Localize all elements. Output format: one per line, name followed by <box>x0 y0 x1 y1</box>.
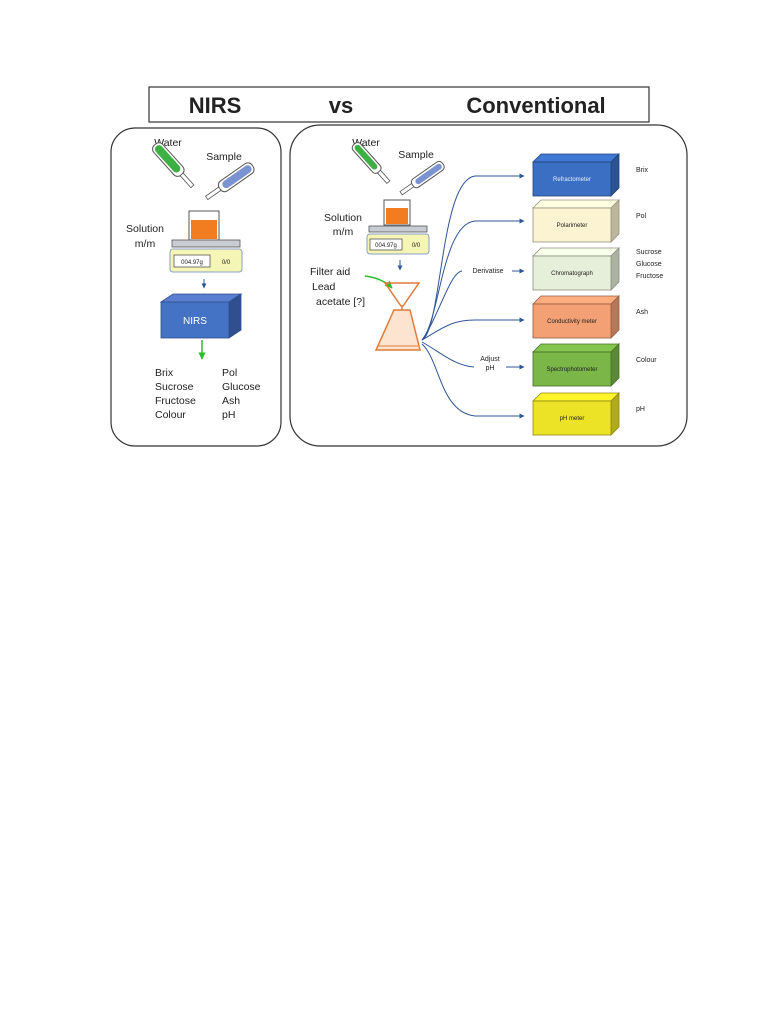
lead-label: Lead <box>312 281 336 293</box>
nirs-params-col1: Brix Sucrose Fructose Colour <box>155 367 196 421</box>
nirs-param: pH <box>222 409 235 421</box>
sample-syringe-icon <box>204 162 255 201</box>
adjust-ph-label: pH <box>486 365 495 372</box>
nirs-param: Sucrose <box>155 381 194 393</box>
nirs-solution-unit: m/m <box>135 238 156 250</box>
instrument-result: Fructose <box>636 273 663 280</box>
instrument-result: Brix <box>636 167 649 174</box>
title-conventional: Conventional <box>466 93 605 118</box>
instrument-box: Conductivity meter <box>532 295 620 339</box>
instrument-label: Refractometer <box>553 177 591 183</box>
title-bar: NIRS vs Conventional <box>148 86 650 123</box>
lead-acetate-label: acetate [?] <box>316 296 365 308</box>
instrument-box: Spectrophotometer <box>532 343 620 387</box>
water-syringe-icon <box>351 141 391 184</box>
filter-funnel-icon <box>374 282 421 351</box>
nirs-sample-label: Sample <box>206 151 242 163</box>
instrument-label: Chromatograph <box>551 271 593 277</box>
instrument-label: pH meter <box>560 416 585 422</box>
instrument-box: pH meter <box>532 392 620 436</box>
instrument-result: Sucrose <box>636 249 662 256</box>
nirs-box-label: NIRS <box>183 316 207 327</box>
instrument-result: Glucose <box>636 261 662 268</box>
water-syringe-icon <box>152 142 195 189</box>
instrument-result: Colour <box>636 357 657 364</box>
nirs-params-col2: Pol Glucose Ash pH <box>222 367 261 421</box>
title-nirs: NIRS <box>189 93 242 118</box>
nirs-solution-label: Solution <box>126 223 164 235</box>
nirs-param: Ash <box>222 395 240 407</box>
beaker-icon <box>383 199 411 226</box>
nirs-balance-display: 004.97g <box>181 260 203 266</box>
beaker-icon <box>188 210 220 241</box>
nirs-balance-button: 0/0 <box>222 260 231 266</box>
instrument-result: pH <box>636 406 645 413</box>
instrument-box: Polarimeter <box>532 199 620 243</box>
conventional-panel: Water Sample Solution m/m 004.97g 0/0 Fi… <box>289 124 688 447</box>
nirs-instrument-box: NIRS <box>159 293 243 339</box>
conv-balance-display: 004.97g <box>375 243 397 249</box>
adjust-label: Adjust <box>480 356 500 363</box>
instrument-label: Spectrophotometer <box>546 367 597 373</box>
title-vs: vs <box>329 93 353 118</box>
branch-arrows <box>421 173 525 419</box>
filter-aid-label: Filter aid <box>310 266 350 278</box>
sample-syringe-icon <box>399 160 445 196</box>
conv-balance-button: 0/0 <box>412 243 421 249</box>
instrument-box: Chromatograph <box>532 247 620 291</box>
derivatise-label: Derivatise <box>472 268 503 275</box>
instrument-label: Polarimeter <box>557 223 588 229</box>
conv-solution-label: Solution <box>324 212 362 224</box>
nirs-param: Glucose <box>222 381 261 393</box>
balance-icon: 004.97g 0/0 <box>366 225 430 255</box>
nirs-param: Brix <box>155 367 174 379</box>
balance-icon: 004.97g 0/0 <box>169 239 243 273</box>
conv-solution-unit: m/m <box>333 226 354 238</box>
instrument-result: Pol <box>636 213 647 220</box>
nirs-param: Fructose <box>155 395 196 407</box>
conv-sample-label: Sample <box>398 149 434 161</box>
instrument-label: Conductivity meter <box>547 319 597 325</box>
nirs-param: Pol <box>222 367 237 379</box>
nirs-panel: Water Sample Solution m/m 004.97g 0/0 <box>110 127 282 447</box>
instrument-result: Ash <box>636 309 648 316</box>
nirs-param: Colour <box>155 409 186 421</box>
instrument-box: Refractometer <box>532 153 620 197</box>
